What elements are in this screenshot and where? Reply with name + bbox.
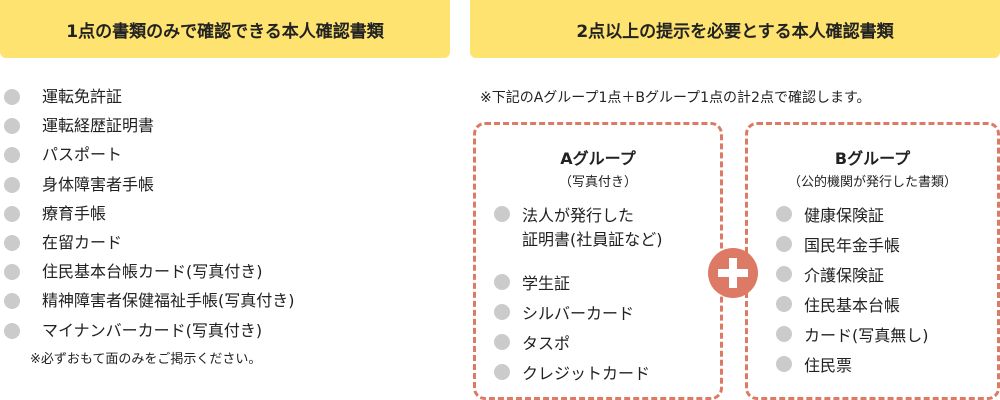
list-item-label: 国民年金手帳: [804, 236, 901, 255]
list-item: 健康保険証: [776, 204, 997, 228]
list-item-label: 住民基本台帳: [804, 296, 901, 315]
list-item-label: パスポート: [42, 145, 123, 165]
list-item: 在留カード: [4, 233, 295, 262]
single-document-title: 1点の書類のみで確認できる本人確認書類: [66, 21, 384, 42]
list-item: パスポート: [4, 145, 295, 174]
bullet-icon: [776, 206, 792, 222]
list-item-label: 住民票: [804, 356, 853, 375]
list-item: 国民年金手帳: [776, 234, 997, 258]
multi-document-header: 2点以上の提示を必要とする本人確認書類: [470, 0, 1000, 58]
list-item-label: クレジットカード: [522, 364, 651, 383]
bullet-icon: [494, 364, 510, 380]
list-item: マイナンバーカード(写真付き): [4, 321, 295, 350]
single-document-header: 1点の書類のみで確認できる本人確認書類: [0, 0, 450, 58]
list-item: 住民基本台帳: [776, 294, 997, 318]
list-item-label: 運転経歴証明書: [42, 116, 155, 136]
bullet-icon: [4, 176, 20, 193]
group-b-subtitle: （公的機関が発行した書類）: [787, 175, 957, 190]
list-item-label: タスポ: [522, 334, 571, 353]
bullet-icon: [494, 304, 510, 320]
list-item-label: 精神障害者保健福祉手帳(写真付き): [42, 291, 295, 311]
bullet-icon: [4, 89, 20, 105]
list-item-label: 療育手帳: [42, 203, 107, 223]
bullet-icon: [4, 322, 20, 339]
list-item: 身体障害者手帳: [4, 175, 295, 204]
group-a-title: Aグループ: [560, 149, 636, 168]
bullet-icon: [494, 274, 510, 290]
bullet-icon: [776, 236, 792, 252]
list-item-label: カード(写真無し): [804, 326, 929, 345]
bullet-icon: [4, 234, 20, 251]
bullet-icon: [4, 147, 20, 164]
list-item-label: マイナンバーカード(写真付き): [42, 320, 263, 340]
group-a-subtitle: （写真付き）: [558, 175, 637, 190]
bullet-icon: [776, 326, 792, 342]
list-item: 学生証: [494, 272, 720, 296]
bullet-icon: [494, 206, 510, 222]
list-item: クレジットカード: [494, 362, 720, 386]
list-item: 法人が発行した 証明書(社員証など): [494, 204, 720, 266]
bullet-icon: [4, 205, 20, 222]
list-item-label: 運転免許証: [42, 87, 123, 106]
bullet-icon: [4, 264, 20, 281]
list-item-label: 学生証: [522, 274, 571, 293]
list-item: 精神障害者保健福祉手帳(写真付き): [4, 291, 295, 320]
bullet-icon: [776, 296, 792, 312]
multi-document-title: 2点以上の提示を必要とする本人確認書類: [576, 21, 894, 42]
list-item-label: 在留カード: [42, 232, 123, 252]
group-a-list: 法人が発行した 証明書(社員証など) 学生証 シルバーカード タスポ クレジット…: [494, 204, 720, 386]
group-b-list: 健康保険証 国民年金手帳 介護保険証 住民基本台帳 カード(写真無し) 住民票: [776, 204, 997, 378]
plus-icon: [708, 248, 758, 298]
list-item-label: 住民基本台帳カード(写真付き): [42, 262, 263, 282]
list-item: 住民票: [776, 354, 997, 378]
single-document-list: 運転免許証 運転経歴証明書 パスポート 身体障害者手帳 療育手帳 在留カード 住…: [4, 87, 295, 350]
list-item-label: 法人が発行した 証明書(社員証など): [522, 206, 663, 249]
list-item-label: 身体障害者手帳: [42, 174, 155, 194]
list-item-label: シルバーカード: [522, 304, 635, 323]
front-side-note: ※必ずおもて面のみをご掲示ください。: [30, 352, 262, 367]
list-item-label: 健康保険証: [804, 206, 885, 225]
list-item-label: 介護保険証: [804, 266, 885, 285]
bullet-icon: [776, 266, 792, 282]
bullet-icon: [4, 293, 20, 310]
bullet-icon: [494, 334, 510, 350]
list-item: カード(写真無し): [776, 324, 997, 348]
list-item: タスポ: [494, 332, 720, 356]
list-item: 運転免許証: [4, 87, 295, 116]
group-b-title: Bグループ: [834, 149, 911, 168]
list-item: 療育手帳: [4, 204, 295, 233]
list-item: 運転経歴証明書: [4, 116, 295, 145]
bullet-icon: [4, 118, 20, 135]
list-item: シルバーカード: [494, 302, 720, 326]
list-item: 住民基本台帳カード(写真付き): [4, 262, 295, 291]
list-item: 介護保険証: [776, 264, 997, 288]
group-b-box: Bグループ （公的機関が発行した書類） 健康保険証 国民年金手帳 介護保険証 住…: [745, 122, 1000, 400]
combination-note: ※下記のAグループ1点＋Bグループ1点の計2点で確認します。: [480, 90, 871, 106]
group-a-box: Aグループ （写真付き） 法人が発行した 証明書(社員証など) 学生証 シルバー…: [473, 122, 723, 400]
bullet-icon: [776, 356, 792, 372]
